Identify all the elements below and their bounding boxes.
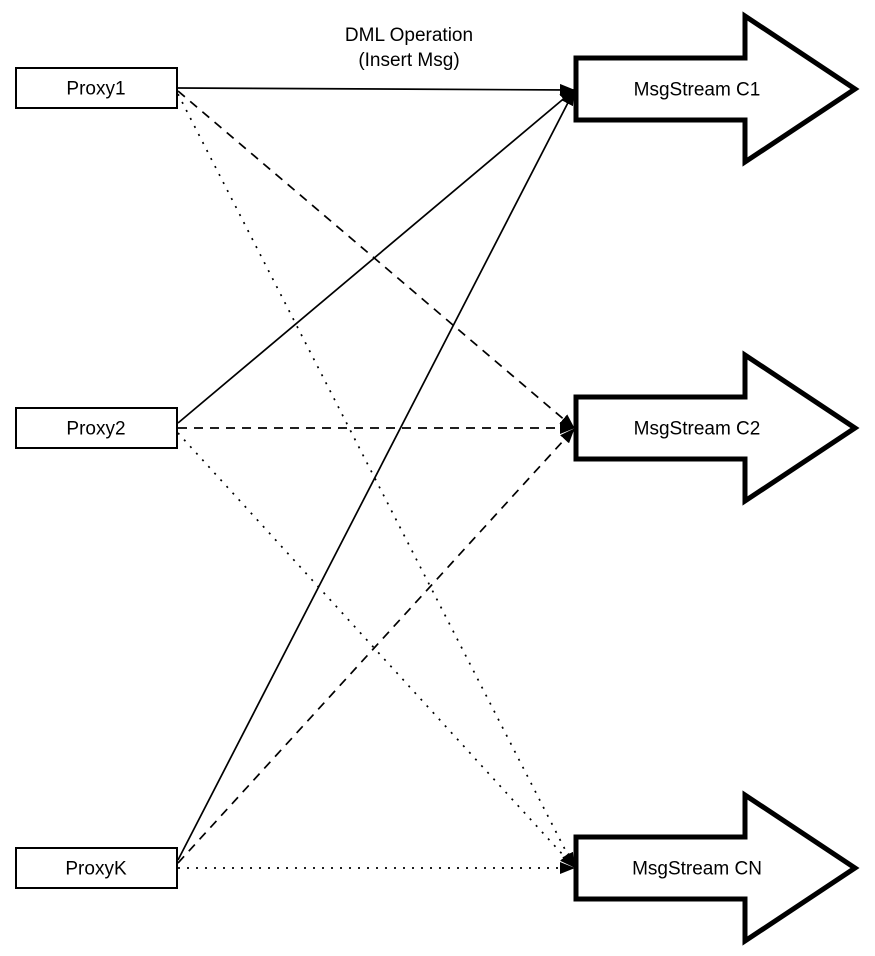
proxy2-label: Proxy2: [66, 419, 125, 440]
dml-operation-annotation: DML Operation (Insert Msg): [345, 25, 473, 71]
edge-proxy2-cn-dotted: [177, 432, 575, 868]
edge-proxyk-c1-solid: [177, 90, 575, 861]
msgstream-cn-node: MsgStream CN: [573, 790, 860, 946]
msgstream-c1-arrow-shape: [573, 11, 860, 167]
msgstream-c1-node: MsgStream C1: [573, 11, 860, 167]
annotation-line2: (Insert Msg): [358, 50, 459, 71]
edge-proxy1-cn-dotted: [177, 93, 575, 868]
proxyk-label: ProxyK: [65, 859, 127, 880]
proxy1-label: Proxy1: [66, 79, 125, 100]
proxy2-box: [15, 407, 178, 449]
msgstream-c2-label: MsgStream C2: [634, 419, 761, 440]
msgstream-cn-arrow-shape: [573, 790, 860, 946]
msgstream-c2-node: MsgStream C2: [573, 350, 860, 506]
msgstream-c1-label: MsgStream C1: [634, 80, 761, 101]
proxy2-node: Proxy2: [15, 407, 178, 449]
msgstream-cn-label: MsgStream CN: [632, 859, 762, 880]
proxy1-node: Proxy1: [15, 67, 178, 109]
proxy1-box: [15, 67, 178, 109]
edge-proxy1-c1-solid: [177, 83, 575, 96]
proxyk-box: [15, 847, 178, 889]
proxyk-node: ProxyK: [15, 847, 178, 889]
msgstream-c2-arrow-shape: [573, 350, 860, 506]
edge-proxyk-c2-dashed: [177, 428, 575, 864]
annotation-line1: DML Operation: [345, 25, 473, 46]
edge-proxy2-c1-solid: [177, 89, 575, 424]
edge-proxy1-c2-dashed: [177, 90, 575, 429]
